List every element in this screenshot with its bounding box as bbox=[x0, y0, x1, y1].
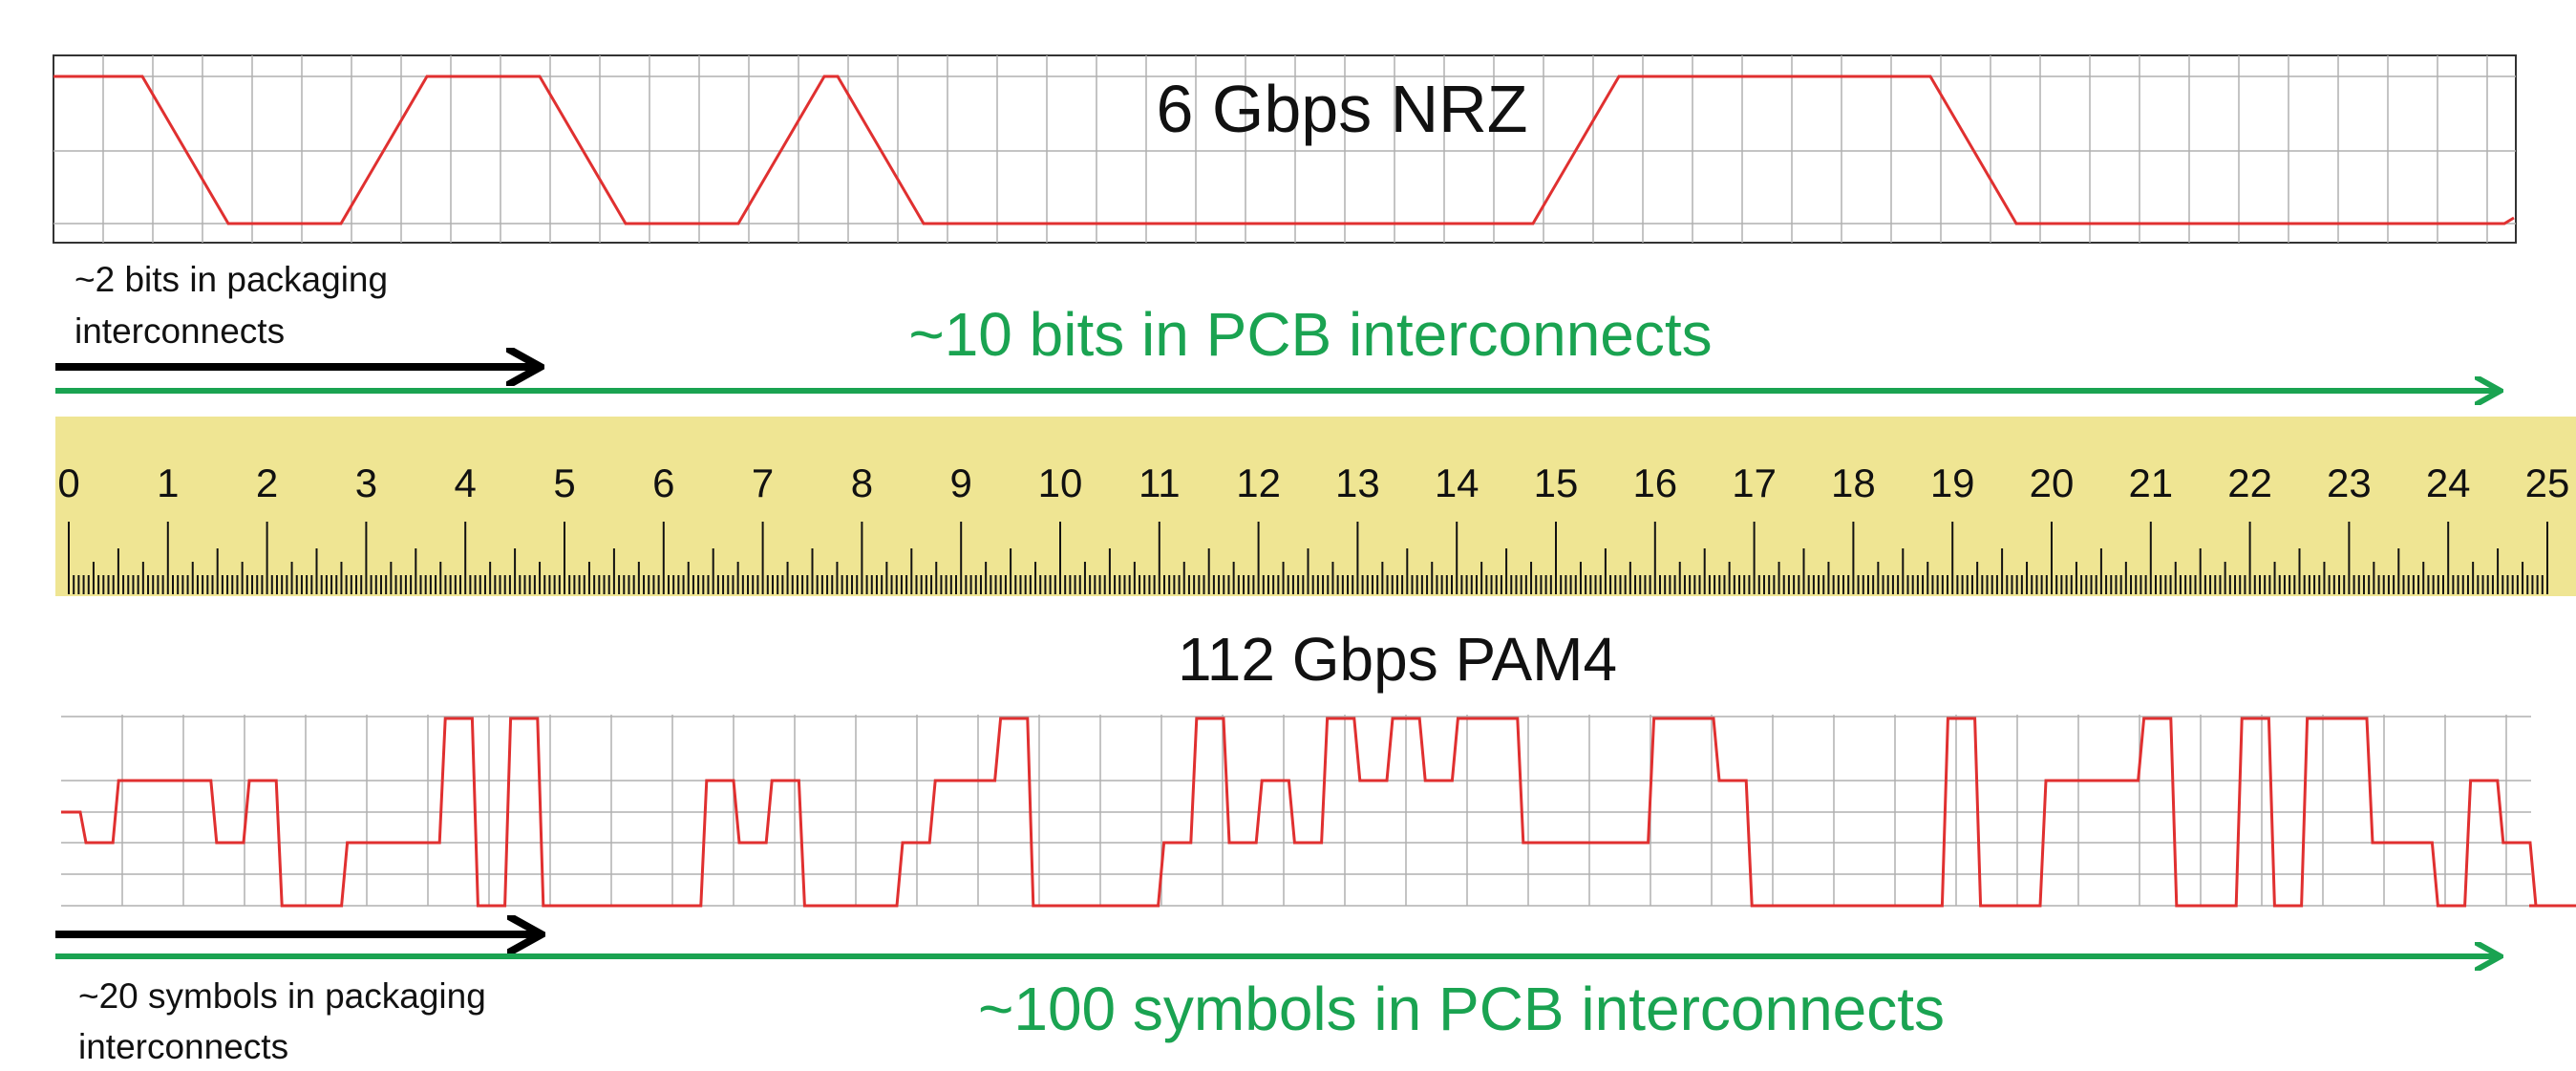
nrz-frame bbox=[53, 54, 2517, 244]
ruler-label: 10 bbox=[1038, 461, 1083, 505]
ruler-label: 0 bbox=[57, 461, 79, 505]
nrz-panel: 6 Gbps NRZ bbox=[53, 54, 2517, 244]
ruler-label: 2 bbox=[256, 461, 278, 505]
nrz-title: 6 Gbps NRZ bbox=[1157, 72, 1528, 146]
ruler-label: 9 bbox=[950, 461, 972, 505]
ruler-label: 16 bbox=[1632, 461, 1677, 505]
packaging-bits-label-line2: interconnects bbox=[75, 311, 285, 351]
ruler-label: 11 bbox=[1139, 461, 1181, 505]
ruler-label: 4 bbox=[455, 461, 477, 505]
ruler-label: 21 bbox=[2128, 461, 2173, 505]
ruler-label: 12 bbox=[1236, 461, 1281, 505]
ruler-label: 15 bbox=[1534, 461, 1579, 505]
pam4-panel: 112 Gbps PAM4 bbox=[61, 625, 2576, 908]
ruler-label: 5 bbox=[553, 461, 575, 505]
ruler-label: 1 bbox=[157, 461, 179, 505]
ruler-label: 22 bbox=[2227, 461, 2272, 505]
ruler-label: 13 bbox=[1335, 461, 1380, 505]
ruler-label: 8 bbox=[851, 461, 873, 505]
pcb-bits-label: ~10 bits in PCB interconnects bbox=[908, 300, 1712, 369]
pam4-grid bbox=[61, 715, 2531, 907]
ruler-label: 20 bbox=[2030, 461, 2075, 505]
packaging-symbols-label-line1: ~20 symbols in packaging bbox=[78, 976, 486, 1016]
ruler-label: 19 bbox=[1930, 461, 1975, 505]
ruler-label: 3 bbox=[355, 461, 377, 505]
pam4-title: 112 Gbps PAM4 bbox=[1178, 625, 1617, 694]
nrz-waveform bbox=[53, 75, 2515, 225]
ruler-body bbox=[55, 417, 2576, 596]
pcb-symbols-label: ~100 symbols in PCB interconnects bbox=[978, 975, 1945, 1043]
ruler-label: 25 bbox=[2525, 461, 2570, 505]
ruler-label: 17 bbox=[1732, 461, 1777, 505]
packaging-bits-label-line1: ~2 bits in packaging bbox=[75, 260, 388, 299]
ruler-label: 24 bbox=[2426, 461, 2471, 505]
ruler-ticks bbox=[68, 522, 2548, 594]
ruler-label: 7 bbox=[752, 461, 774, 505]
ruler-label: 14 bbox=[1435, 461, 1480, 505]
pam4-waveform bbox=[61, 717, 2576, 908]
packaging-symbols-label-line2: interconnects bbox=[78, 1027, 288, 1066]
ruler-label: 6 bbox=[652, 461, 674, 505]
ruler-label: 18 bbox=[1831, 461, 1876, 505]
ruler-label: 23 bbox=[2327, 461, 2372, 505]
